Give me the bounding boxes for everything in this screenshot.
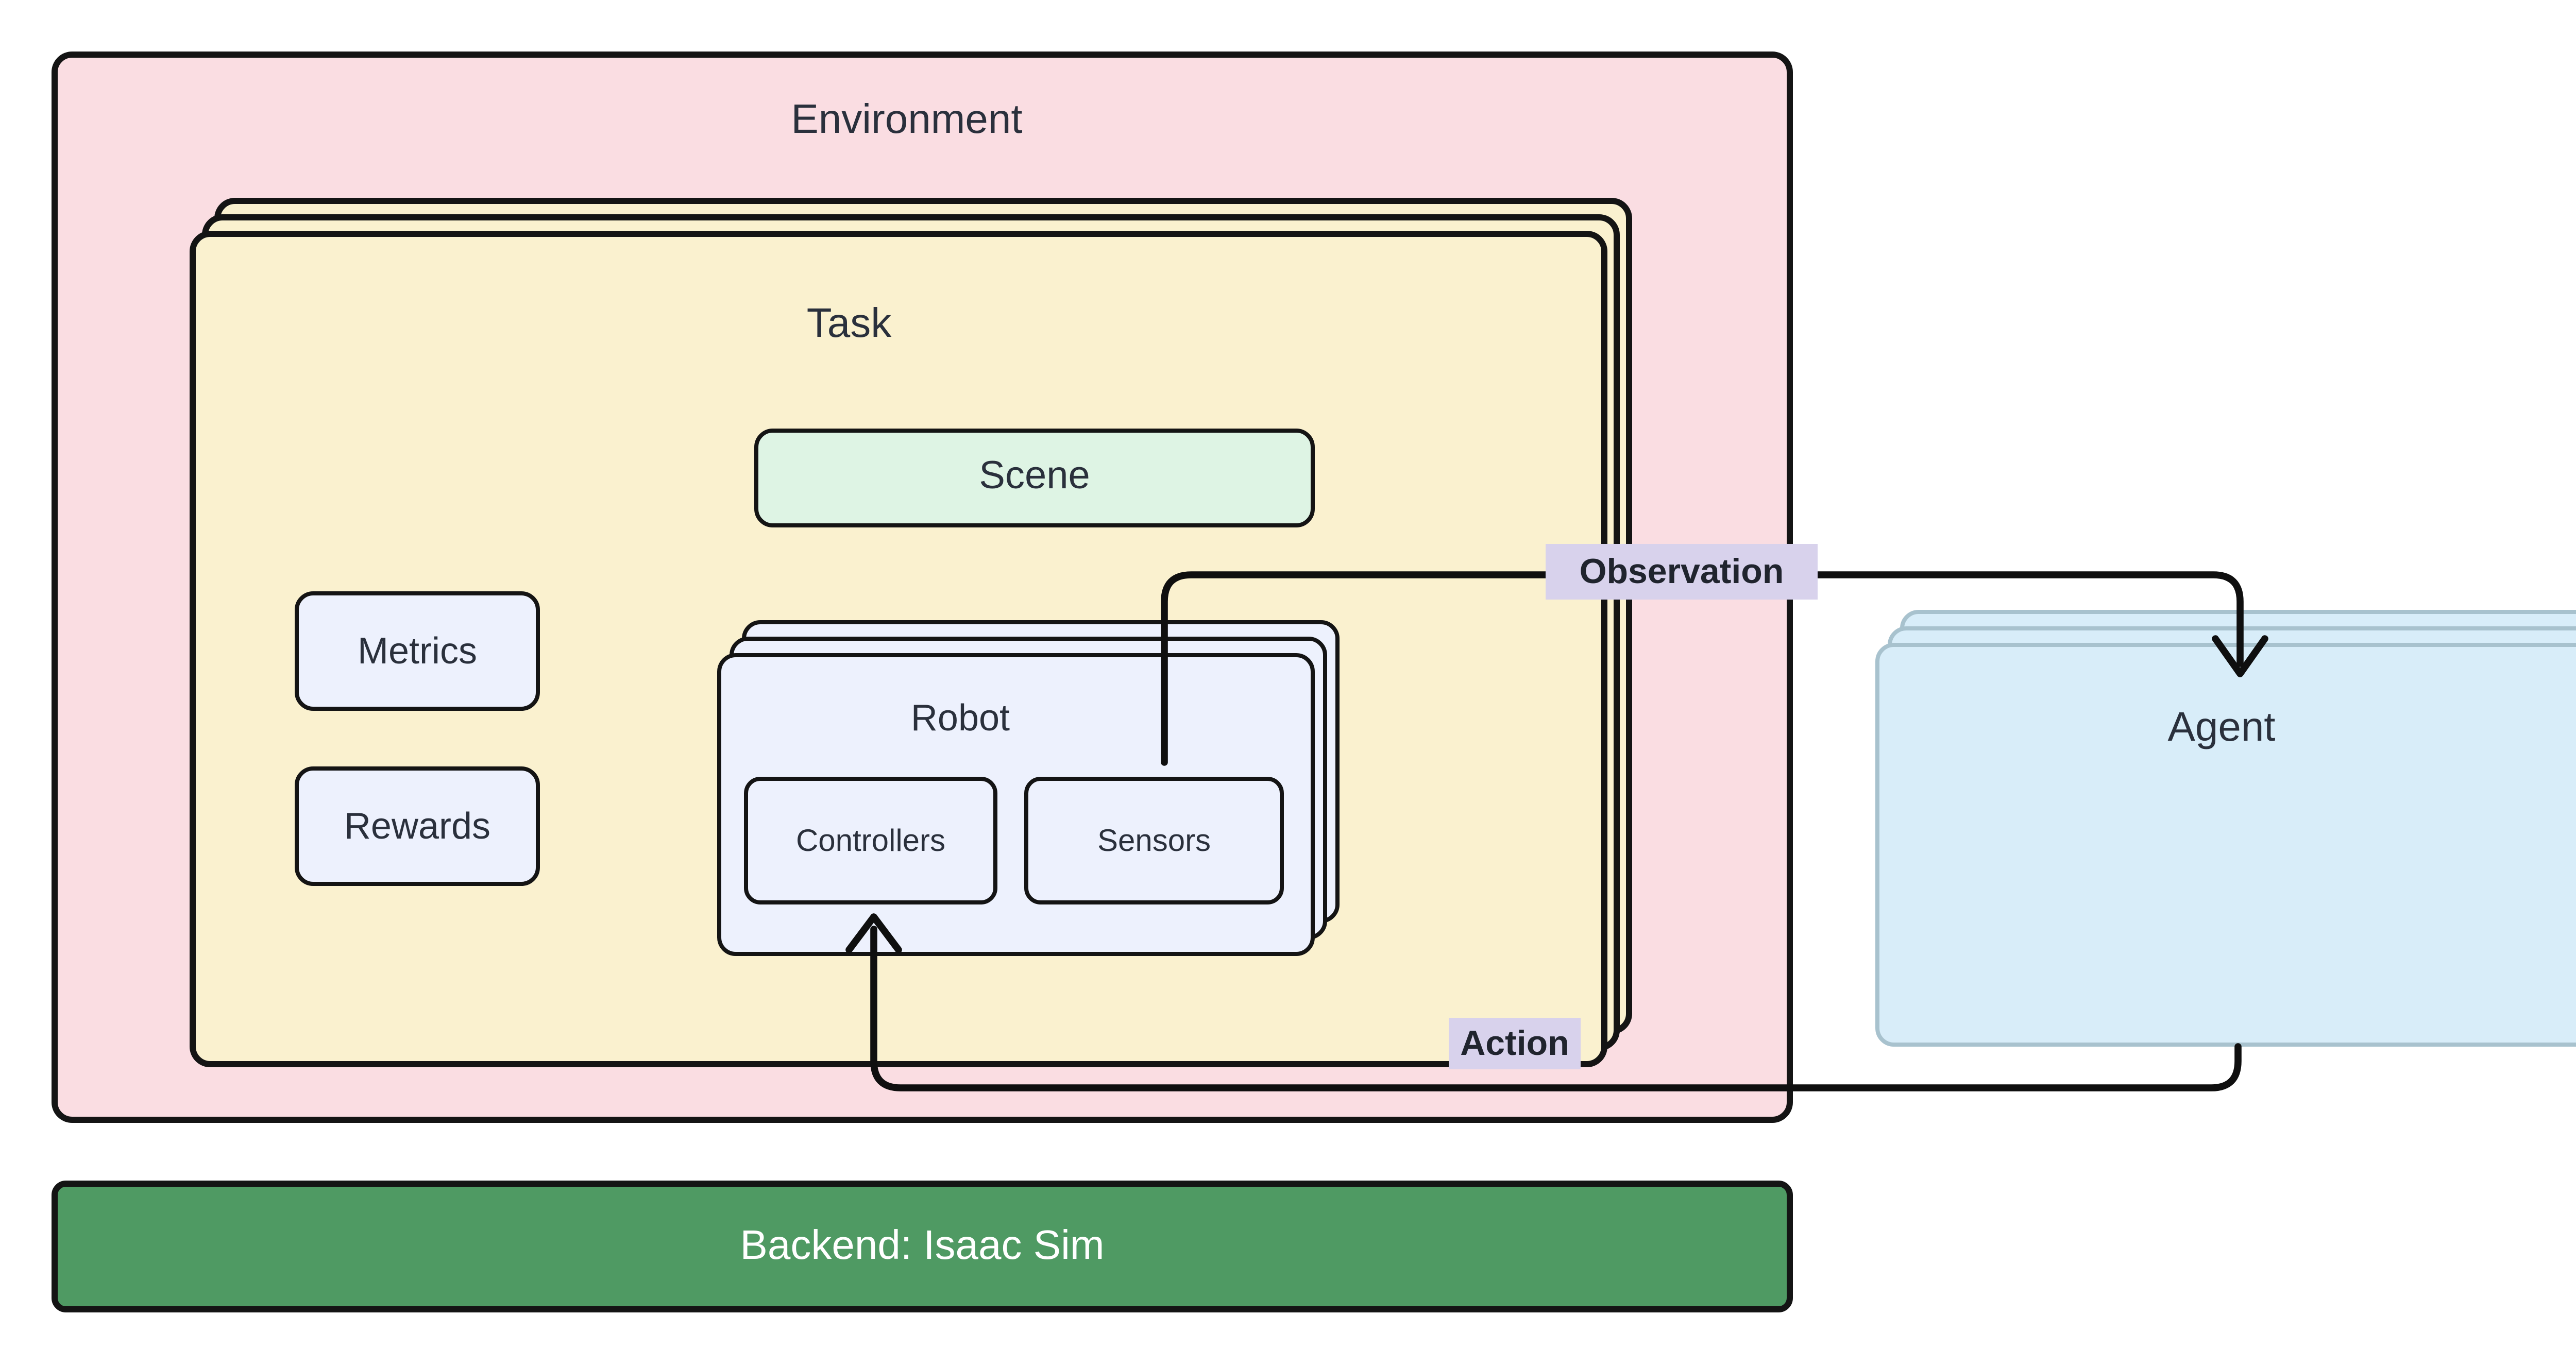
action-edge: [870, 926, 2242, 1091]
backend-bar: Backend: Isaac Sim: [52, 1181, 1793, 1312]
action-arrowhead-icon: [845, 913, 902, 953]
scene-node: Scene: [754, 429, 1315, 527]
task-title: Task: [806, 302, 892, 347]
agent-title: Agent: [2167, 706, 2276, 751]
metrics-node: Metrics: [295, 591, 540, 711]
observation-arrowhead-icon: [2212, 635, 2268, 677]
observation-edge: [1161, 571, 2244, 766]
sensors-node: Sensors: [1024, 777, 1284, 904]
action-edge-label: Action: [1449, 1018, 1581, 1069]
scene-label: Scene: [979, 455, 1090, 499]
agent-card-front: [1875, 643, 2576, 1047]
rewards-label: Rewards: [344, 805, 491, 846]
sensors-label: Sensors: [1097, 823, 1211, 858]
rewards-node: Rewards: [295, 766, 540, 886]
robot-title: Robot: [910, 697, 1010, 739]
backend-label: Backend: Isaac Sim: [740, 1223, 1105, 1268]
environment-title: Environment: [791, 98, 1023, 143]
metrics-label: Metrics: [358, 629, 477, 671]
controllers-node: Controllers: [744, 777, 997, 904]
observation-edge-label: Observation: [1546, 544, 1818, 600]
controllers-label: Controllers: [795, 823, 946, 858]
